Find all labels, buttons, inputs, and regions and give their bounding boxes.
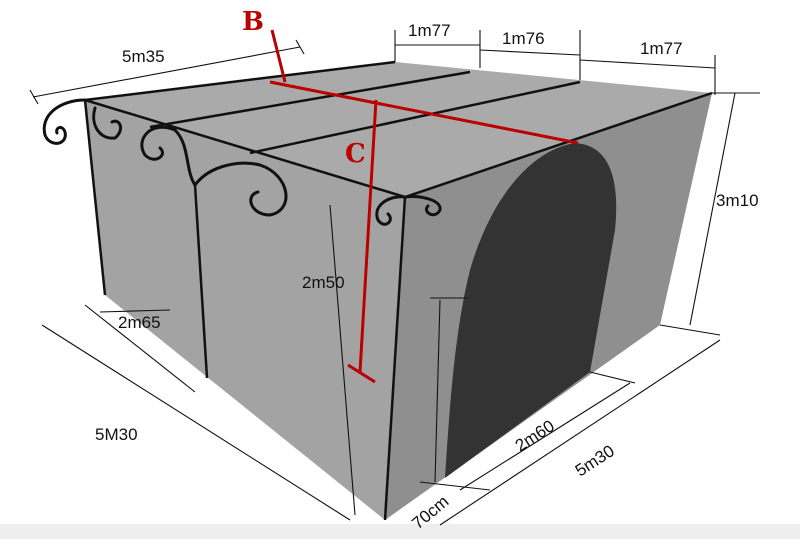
dim-length-left: 5M30 [95,425,138,444]
dim-top-depth: 5m35 [122,47,165,66]
marker-b: B [242,7,264,37]
arch-opening [445,143,617,478]
bottom-strip [0,524,800,539]
left-face [85,100,405,520]
dim-top-segment-3: 1m77 [640,39,683,58]
dim-height-inner: 2m50 [302,273,345,292]
ornament-icon [42,98,442,226]
dim-height-right: 3m10 [716,191,759,210]
dim-length-right: 5m30 [572,441,618,480]
dim-top-segment-1: 1m77 [408,21,451,40]
dim-top-segment-2: 1m76 [502,29,545,48]
dim-height-left: 2m65 [118,313,161,332]
top-face [85,62,712,197]
red-section-lines [269,29,579,384]
marker-c: C [345,139,366,169]
dimension-lines [29,30,760,526]
